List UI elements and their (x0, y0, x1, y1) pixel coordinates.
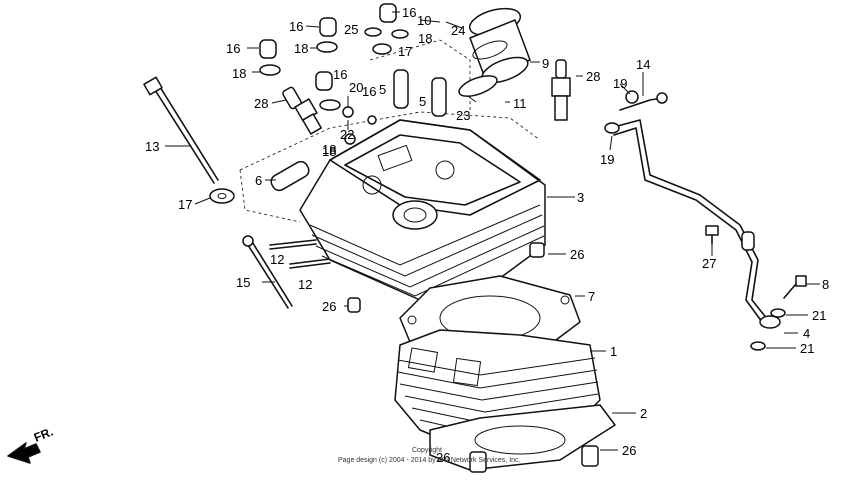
callout: 12 (298, 277, 312, 292)
dowel-26-lower-right (581, 445, 599, 467)
callout: 22 (340, 127, 354, 142)
callout: 28 (586, 69, 600, 84)
callout: 13 (145, 139, 159, 154)
callout: 25 (344, 22, 358, 37)
callout: 9 (542, 56, 549, 71)
stud-bolt-15 (242, 235, 293, 309)
callout: 16 (289, 19, 303, 34)
callout: 26 (322, 299, 336, 314)
callout: 10 (417, 13, 431, 28)
leader-lines (165, 11, 820, 451)
callout: 4 (803, 326, 810, 341)
callout: 18 (322, 142, 336, 157)
copyright-line-2: Page design (c) 2004 - 2014 by ARI Netwo… (338, 457, 521, 464)
front-direction-indicator: FR. (7, 425, 55, 464)
callout: 8 (822, 277, 829, 292)
callout: 11 (513, 96, 527, 111)
callout: 3 (577, 190, 584, 205)
callout: 15 (236, 275, 250, 290)
cylinder-head (299, 119, 546, 301)
callout: 17 (398, 44, 412, 59)
front-label: FR. (32, 425, 55, 445)
dowel-studs-12 (269, 239, 331, 269)
intake-joint (458, 7, 531, 97)
callout: 17 (178, 197, 192, 212)
callout: 18 (232, 66, 246, 81)
callout: 18 (322, 144, 336, 159)
callout: 14 (636, 57, 650, 72)
dowel-26-upper (529, 242, 545, 258)
copyright-line-1: Copyright (412, 447, 442, 454)
callout: 7 (588, 289, 595, 304)
callout: 24 (451, 23, 465, 38)
callout: 16 (402, 5, 416, 20)
callout: 2 (640, 406, 647, 421)
callout: 16 (333, 67, 347, 82)
callout: 16 (362, 84, 376, 99)
callout-labels: 16 16 16 16 16 18 18 18 18 25 17 10 24 9… (145, 5, 829, 465)
callout: 26 (570, 247, 584, 262)
callout: 23 (456, 108, 470, 123)
callout: 18 (418, 31, 432, 46)
callout: 6 (255, 173, 262, 188)
stud-bolt-13 (143, 76, 219, 184)
head-group-outline (239, 111, 541, 171)
dowel-26-mid (347, 297, 361, 313)
dowel-26-lower-mid (469, 451, 487, 473)
callout: 21 (800, 341, 814, 356)
callout: 28 (254, 96, 268, 111)
callout: 20 (349, 80, 363, 95)
callout: 19 (613, 76, 627, 91)
valve-guide-left (393, 69, 409, 109)
callout: 12 (270, 252, 284, 267)
callout: 1 (610, 344, 617, 359)
callout: 18 (294, 41, 308, 56)
callout: 16 (226, 41, 240, 56)
front-arrow-icon (7, 442, 41, 464)
head-group-outline-left (239, 169, 301, 223)
callout: 26 (436, 450, 450, 465)
callout: 19 (600, 152, 614, 167)
valve-guide-right (431, 77, 447, 117)
oil-pipe (604, 90, 781, 329)
callout: 26 (622, 443, 636, 458)
tappet-cover-6 (270, 160, 310, 192)
callout: 27 (702, 256, 716, 271)
small-fasteners (344, 133, 807, 351)
spark-plug-right (551, 59, 571, 121)
tappet-caps (259, 3, 409, 125)
callout: 5 (379, 82, 386, 97)
spark-plug-left (282, 86, 322, 135)
callout: 5 (419, 94, 426, 109)
washer-17-left (209, 188, 235, 204)
callout: 21 (812, 308, 826, 323)
